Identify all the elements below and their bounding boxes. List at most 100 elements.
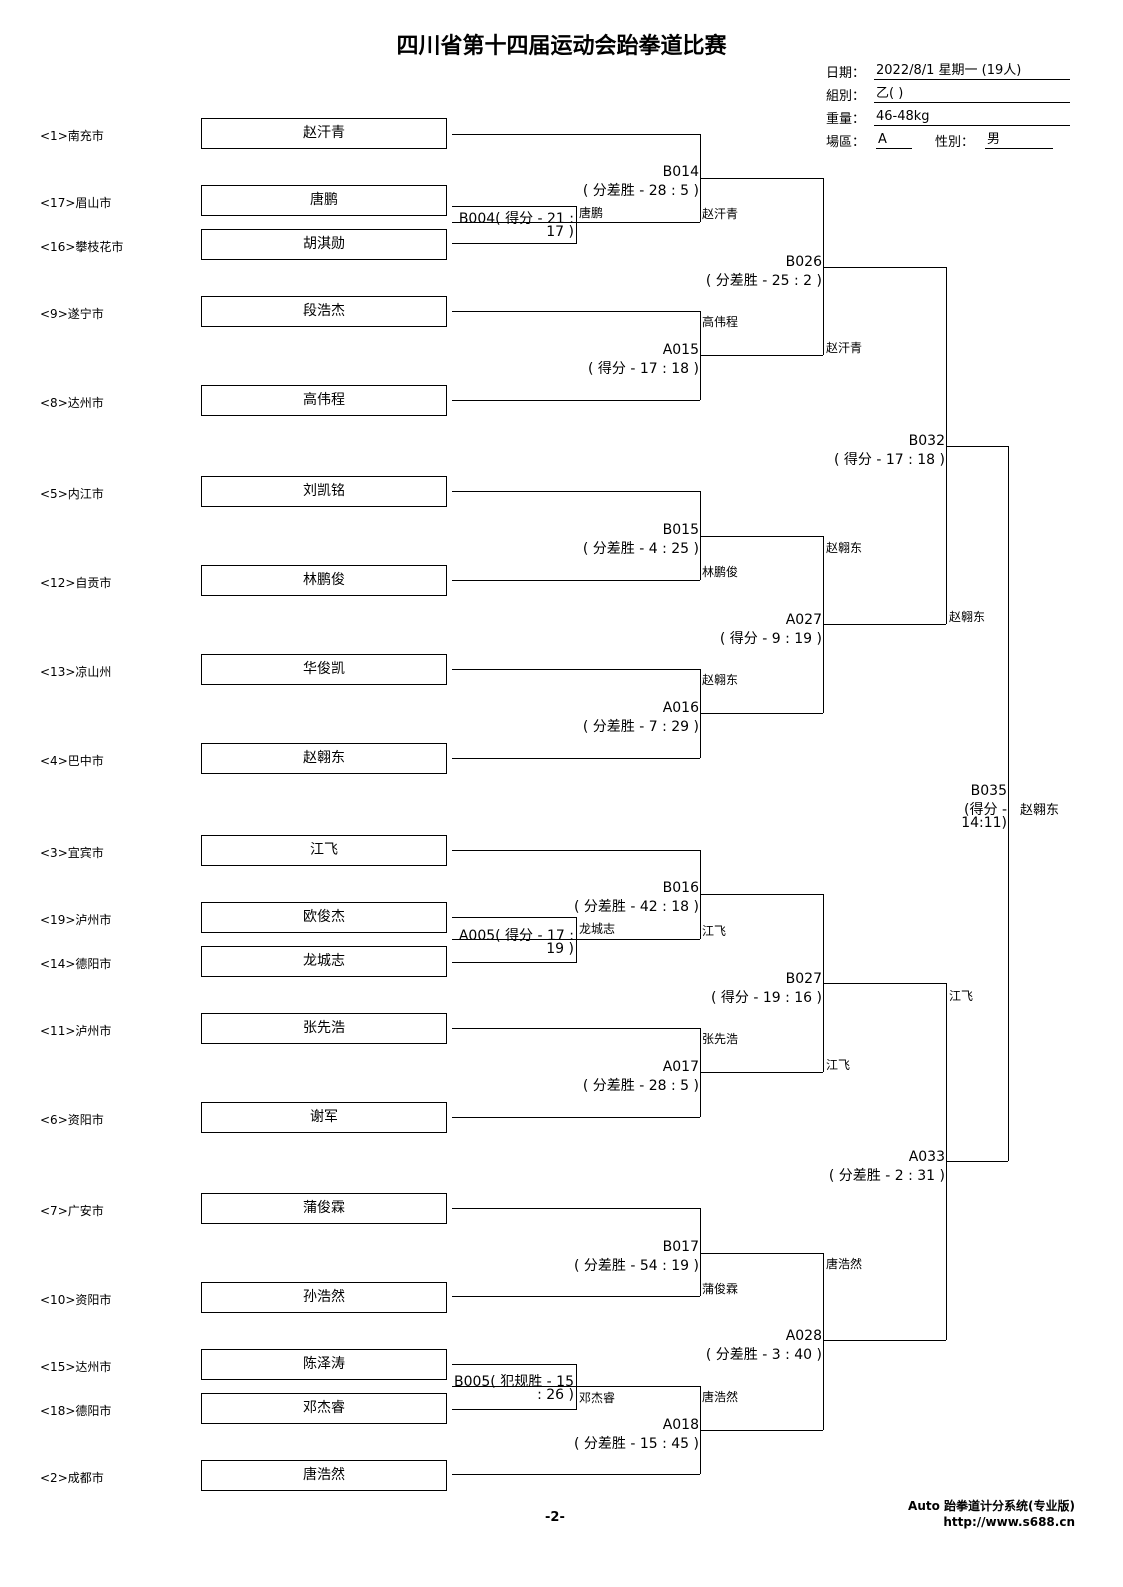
entrant-seed: <18>德阳市 xyxy=(40,1404,112,1418)
gender-label: 性別： xyxy=(935,135,975,150)
match-b026-code: B026 xyxy=(785,254,822,270)
match-a005-winner: 龙城志 xyxy=(579,922,616,936)
entrant-seed: <7>广安市 xyxy=(40,1204,104,1218)
weight-label: 重量： xyxy=(826,112,866,127)
match-b032-code: B032 xyxy=(908,433,945,449)
entrant-name-box: 张先浩 xyxy=(201,1013,447,1044)
area-value: A xyxy=(876,131,912,149)
match-a033-side-name: 江飞 xyxy=(949,989,974,1003)
match-b027-code: B027 xyxy=(785,971,822,987)
entrant-name-box: 蒲俊霖 xyxy=(201,1193,447,1224)
entrant-name-box: 高伟程 xyxy=(201,385,447,416)
match-a028-code: A028 xyxy=(785,1328,822,1344)
entrant-name-box: 孙浩然 xyxy=(201,1282,447,1313)
entrant-name-box: 江飞 xyxy=(201,835,447,866)
footer-url: http://www.s688.cn xyxy=(943,1515,1075,1529)
entrant-name-box: 林鹏俊 xyxy=(201,565,447,596)
match-a015-winner: 高伟程 xyxy=(702,315,739,329)
match-b035-result-1: (得分 - xyxy=(964,802,1007,818)
entrant-seed: <10>资阳市 xyxy=(40,1293,112,1307)
footer-system: Auto 跆拳道计分系统(专业版) xyxy=(908,1499,1075,1513)
entrant-name-box: 唐浩然 xyxy=(201,1460,447,1491)
match-b026-result: ( 分差胜 - 25 : 2 ) xyxy=(705,273,822,289)
match-a018-winner: 唐浩然 xyxy=(702,1390,739,1404)
entrant-name-box: 华俊凯 xyxy=(201,654,447,685)
match-b004-winner: 唐鹏 xyxy=(579,206,604,220)
entrant-seed: <5>内江市 xyxy=(40,487,104,501)
match-b005-code: B005( 犯规胜 - 15 xyxy=(453,1374,574,1390)
match-a015-result: ( 得分 - 17 : 18 ) xyxy=(587,361,699,377)
match-b015-winner: 林鹏俊 xyxy=(702,565,739,579)
match-a017-code: A017 xyxy=(662,1059,699,1075)
entrant-seed: <4>巴中市 xyxy=(40,754,104,768)
match-b016-code: B016 xyxy=(662,880,699,896)
match-a005-result: 19 ) xyxy=(546,941,574,957)
match-b014-code: B014 xyxy=(662,164,699,180)
page-title: 四川省第十四届运动会跆拳道比赛 xyxy=(396,34,727,59)
entrant-seed: <3>宜宾市 xyxy=(40,846,104,860)
match-a033-result: ( 分差胜 - 2 : 31 ) xyxy=(828,1168,945,1184)
match-b027-side-name: 江飞 xyxy=(826,1058,851,1072)
match-a017-winner: 张先浩 xyxy=(702,1032,739,1046)
entrant-name-box: 胡淇勋 xyxy=(201,229,447,260)
area-label: 場區： xyxy=(826,135,866,150)
match-a015-code: A015 xyxy=(662,342,699,358)
entrant-seed: <2>成都市 xyxy=(40,1471,104,1485)
match-b026-winner: 赵汗青 xyxy=(826,341,863,355)
entrant-seed: <11>泸州市 xyxy=(40,1024,112,1038)
match-b032-result: ( 得分 - 17 : 18 ) xyxy=(833,452,945,468)
match-a027-result: ( 得分 - 9 : 19 ) xyxy=(719,631,822,647)
match-a018-result: ( 分差胜 - 15 : 45 ) xyxy=(573,1436,699,1452)
entrant-name-box: 陈泽涛 xyxy=(201,1349,447,1380)
match-b005-result: : 26 ) xyxy=(537,1387,574,1403)
gender-value: 男 xyxy=(985,131,1053,149)
date-label: 日期： xyxy=(826,66,866,81)
match-a028-side-name: 唐浩然 xyxy=(826,1257,863,1271)
entrant-seed: <1>南充市 xyxy=(40,129,104,143)
match-b027-result: ( 得分 - 19 : 16 ) xyxy=(710,990,822,1006)
entrant-name-box: 刘凯铭 xyxy=(201,476,447,507)
weight-value: 46-48kg xyxy=(874,108,1070,126)
entrant-seed: <8>达州市 xyxy=(40,396,104,410)
entrant-name-box: 邓杰睿 xyxy=(201,1393,447,1424)
group-label: 組別： xyxy=(826,89,866,104)
match-b005-winner: 邓杰睿 xyxy=(579,1391,616,1405)
match-a033-code: A033 xyxy=(908,1149,945,1165)
match-b032-winner: 赵翱东 xyxy=(949,610,986,624)
match-b016-winner: 江飞 xyxy=(702,924,727,938)
match-a016-code: A016 xyxy=(662,700,699,716)
match-b015-result: ( 分差胜 - 4 : 25 ) xyxy=(582,541,699,557)
match-a027-side-name: 赵翱东 xyxy=(826,541,863,555)
match-b016-result: ( 分差胜 - 42 : 18 ) xyxy=(573,899,699,915)
match-b004-result: 17 ) xyxy=(546,224,574,240)
champion-name: 赵翱东 xyxy=(1020,803,1060,818)
match-b014-result: ( 分差胜 - 28 : 5 ) xyxy=(582,183,699,199)
entrant-seed: <6>资阳市 xyxy=(40,1113,104,1127)
entrant-seed: <15>达州市 xyxy=(40,1360,112,1374)
match-a005-code: A005( 得分 - 17 : xyxy=(458,928,574,944)
match-a017-result: ( 分差胜 - 28 : 5 ) xyxy=(582,1078,699,1094)
match-b014-winner: 赵汗青 xyxy=(702,207,739,221)
match-b017-winner: 蒲俊霖 xyxy=(702,1282,739,1296)
entrant-name-box: 唐鹏 xyxy=(201,185,447,216)
entrant-seed: <14>德阳市 xyxy=(40,957,112,971)
entrant-seed: <16>攀枝花市 xyxy=(40,240,124,254)
entrant-name-box: 龙城志 xyxy=(201,946,447,977)
match-b035-code: B035 xyxy=(970,783,1007,799)
match-a016-result: ( 分差胜 - 7 : 29 ) xyxy=(582,719,699,735)
match-b017-result: ( 分差胜 - 54 : 19 ) xyxy=(573,1258,699,1274)
entrant-name-box: 谢军 xyxy=(201,1102,447,1133)
match-b015-code: B015 xyxy=(662,522,699,538)
group-value: 乙( ) xyxy=(874,85,1070,103)
match-b017-code: B017 xyxy=(662,1239,699,1255)
match-a028-result: ( 分差胜 - 3 : 40 ) xyxy=(705,1347,822,1363)
page-number: -2- xyxy=(545,1510,565,1525)
entrant-name-box: 赵汗青 xyxy=(201,118,447,149)
match-b004-code: B004( 得分 - 21 : xyxy=(458,211,574,227)
entrant-seed: <12>自贡市 xyxy=(40,576,112,590)
entrant-seed: <9>遂宁市 xyxy=(40,307,104,321)
entrant-seed: <17>眉山市 xyxy=(40,196,112,210)
date-value: 2022/8/1 星期一 (19人) xyxy=(874,62,1070,80)
match-a027-code: A027 xyxy=(785,612,822,628)
match-a018-code: A018 xyxy=(662,1417,699,1433)
